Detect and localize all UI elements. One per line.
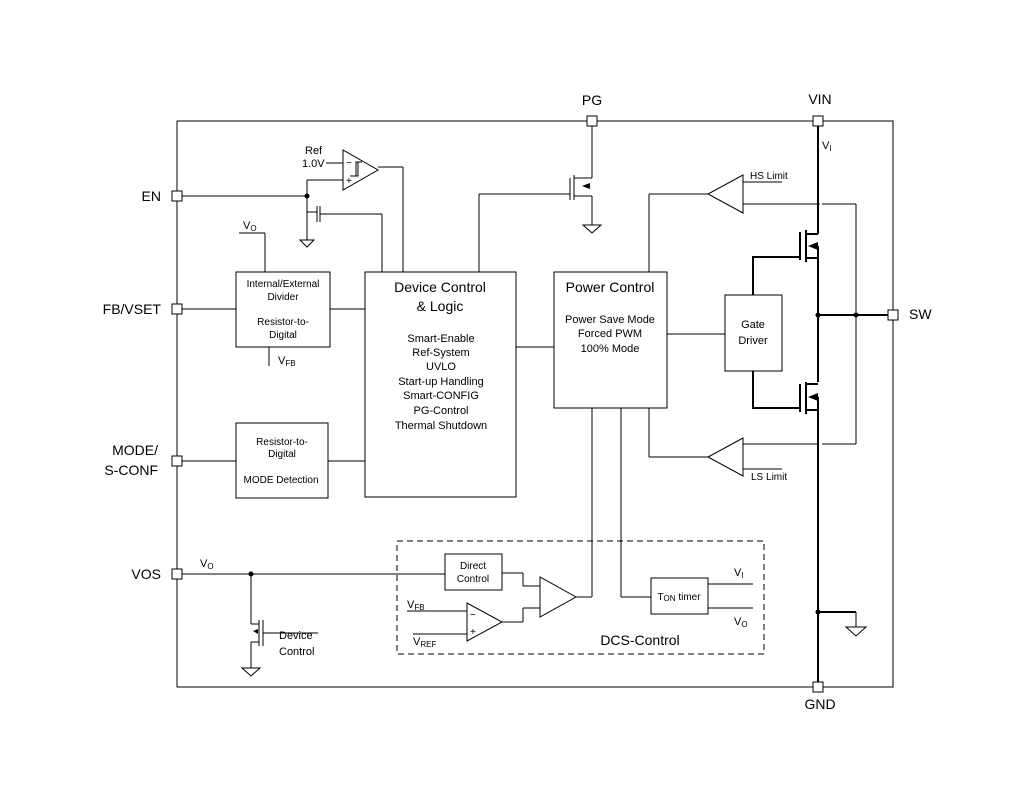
vos-vo-label: VO [200, 558, 214, 571]
pin-mode [171, 455, 183, 467]
svg-text:+: + [346, 176, 352, 187]
dcs-vi-label: VI [734, 567, 744, 580]
pin-en [171, 190, 183, 202]
vfb-top-label: VFB [278, 355, 296, 368]
device-control-title2: & Logic [417, 298, 464, 314]
pin-label-mode-2: S-CONF [104, 462, 158, 478]
device-control-item: PG-Control [413, 405, 468, 417]
gate-driver-block [724, 294, 783, 372]
power-control-title: Power Control [566, 279, 655, 295]
ton-timer-label: TON timer [657, 592, 701, 603]
pin-label-vin: VIN [808, 91, 831, 107]
device-control-switch-1: Device [279, 630, 313, 642]
ground-icon [844, 626, 868, 637]
error-amplifier [466, 602, 504, 642]
mode-detection-block [235, 422, 329, 499]
divider-line3: Resistor-to- [257, 317, 309, 328]
dcs-vfb-label: VFB [407, 599, 425, 612]
dcs-vo-label: VO [734, 616, 748, 629]
direct-control-block [444, 553, 503, 591]
gate-driver-line1: Gate [741, 319, 765, 331]
ls-limit-label: LS Limit [751, 472, 787, 483]
ref-label: Ref [305, 145, 323, 157]
svg-text:+: + [470, 627, 476, 638]
hs-limit-comparator [706, 174, 744, 214]
dcs-control-label: DCS-Control [600, 632, 679, 648]
vo-top-label: VO [243, 220, 257, 233]
device-control-item: Start-up Handling [398, 376, 484, 388]
ic-boundary [176, 120, 894, 688]
ground-icon [298, 239, 316, 248]
pin-label-fb-vset: FB/VSET [103, 301, 162, 317]
power-control-item: Power Save Mode [565, 314, 655, 326]
device-control-item: UVLO [426, 361, 456, 373]
power-control-block [553, 271, 668, 409]
divider-line2: Divider [267, 292, 299, 303]
pin-label-mode-1: MODE/ [112, 442, 158, 458]
ton-timer-block [650, 577, 709, 615]
hs-limit-label: HS Limit [750, 171, 788, 182]
summing-comparator [539, 576, 578, 618]
pin-fb-vset [171, 303, 183, 315]
vi-top-label: VI [822, 140, 832, 153]
direct-control-line2: Control [457, 574, 489, 585]
pin-label-pg: PG [582, 92, 602, 108]
pin-vos [171, 568, 183, 580]
device-control-switch-2: Control [279, 646, 314, 658]
divider-line1: Internal/External [247, 279, 320, 290]
divider-line4: Digital [269, 330, 297, 341]
pin-label-gnd: GND [804, 696, 835, 712]
power-control-item: Forced PWM [578, 328, 642, 340]
dcs-control-region [396, 540, 765, 655]
pin-sw [887, 309, 899, 321]
power-control-item: 100% Mode [581, 343, 640, 355]
device-control-item: Smart-CONFIG [403, 390, 479, 402]
device-control-item: Thermal Shutdown [395, 420, 487, 432]
ground-icon [581, 224, 603, 234]
pin-label-vos: VOS [131, 566, 161, 582]
device-control-block [364, 271, 517, 498]
mode-block-line1: Resistor-to- [256, 437, 308, 448]
mode-block-line2: Digital [268, 449, 296, 460]
en-comparator [342, 149, 380, 191]
pin-label-sw: SW [909, 306, 932, 322]
gate-driver-line2: Driver [738, 335, 768, 347]
device-control-item: Ref-System [412, 347, 469, 359]
pin-label-en: EN [142, 188, 161, 204]
device-control-title1: Device Control [394, 279, 486, 295]
mode-block-line3: MODE Detection [243, 475, 318, 486]
pin-pg [586, 115, 598, 127]
device-control-item: Smart-Enable [407, 333, 474, 345]
ground-icon [240, 667, 262, 677]
dcs-vref-label: VREF [413, 636, 436, 649]
svg-text:−: − [346, 158, 352, 169]
svg-text:−: − [470, 610, 476, 621]
ref-value: 1.0V [302, 158, 325, 170]
direct-control-line1: Direct [460, 561, 486, 572]
ls-limit-comparator [706, 437, 744, 477]
pin-gnd [812, 681, 824, 693]
pin-vin [812, 115, 824, 127]
